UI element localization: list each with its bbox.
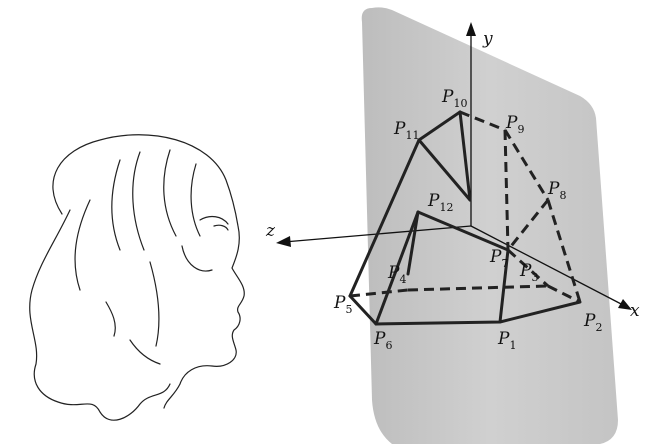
edge-p9-p7 <box>503 129 510 251</box>
edge-p11-p10 <box>417 110 462 142</box>
edge-p4-base <box>406 210 420 276</box>
edge-p5-p6 <box>348 294 378 326</box>
edge-p4-p3 <box>407 284 549 292</box>
edge-p6-p12 <box>374 210 420 326</box>
point-labels: P1 P2 P3 P4 P5 P6 P7 P8 P9 P10 P11 P12 <box>333 87 602 352</box>
z-axis-arrow <box>276 236 291 247</box>
edge-p10-p12 <box>458 110 472 202</box>
point-label-p2: P2 <box>583 311 602 334</box>
edge-p8-p7 <box>506 199 550 251</box>
x-axis-label: x <box>630 301 640 321</box>
edge-p5-p4 <box>349 288 409 298</box>
point-label-p11: P11 <box>393 119 419 142</box>
point-label-p12: P12 <box>427 191 453 214</box>
edge-p7-p3 <box>506 248 550 288</box>
point-label-p6: P6 <box>373 329 392 352</box>
edge-p10-p9 <box>459 110 506 132</box>
edge-p12-p7 <box>416 210 510 252</box>
point-label-p8: P8 <box>547 179 566 202</box>
z-axis-label: z <box>265 221 276 241</box>
x-axis-arrow <box>618 299 632 310</box>
y-axis-label: y <box>482 29 493 49</box>
edge-p3-p2 <box>547 284 581 304</box>
point-label-p4: P4 <box>387 263 406 286</box>
hidden-edges <box>349 110 582 304</box>
point-label-p7: P7 <box>489 247 508 270</box>
point-label-p1: P1 <box>497 329 516 352</box>
point-label-p5: P5 <box>333 293 352 316</box>
point-label-p10: P10 <box>441 87 467 110</box>
solid-edges <box>348 110 582 326</box>
edge-p11-p12 <box>417 138 472 202</box>
point-label-p9: P9 <box>505 113 524 136</box>
y-axis-arrow <box>466 22 476 36</box>
edge-p8-p2 <box>546 199 582 303</box>
projection-plane <box>361 7 618 444</box>
point-label-p3: P3 <box>519 261 538 284</box>
edge-p5-p11 <box>348 138 421 298</box>
observer-face <box>29 134 245 421</box>
edge-p9-p8 <box>503 129 550 201</box>
x-axis-line <box>470 225 626 307</box>
